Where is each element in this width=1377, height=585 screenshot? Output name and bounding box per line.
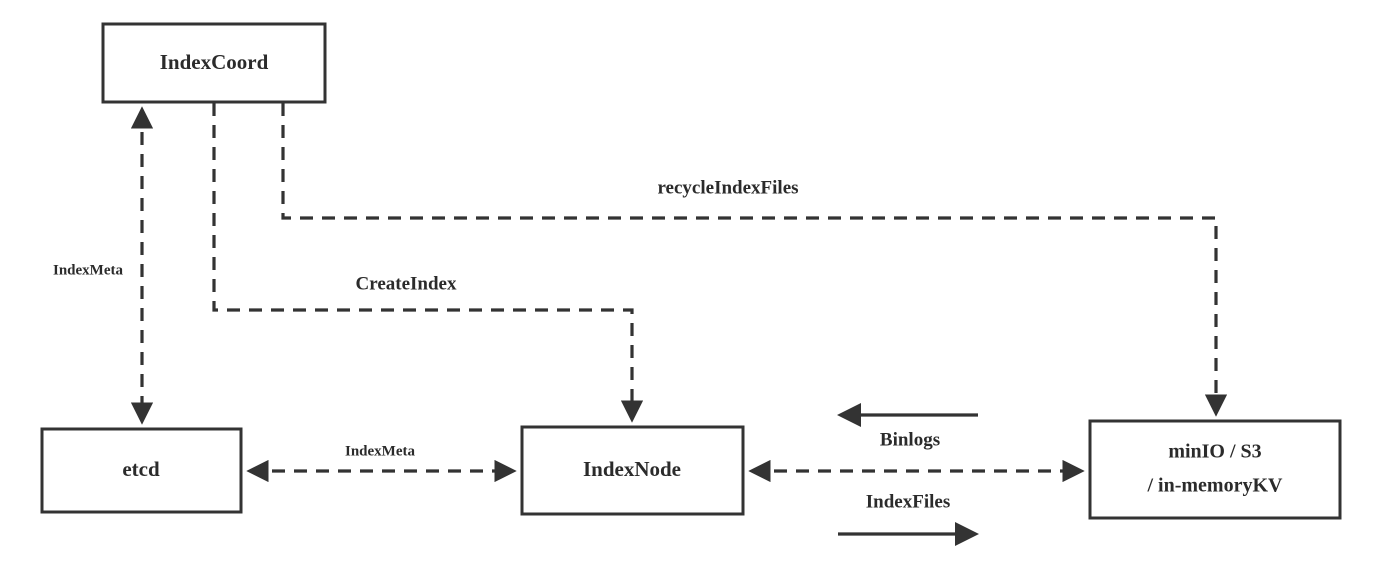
edge-indexcoord-storage: recycleIndexFiles: [281, 103, 1228, 417]
edge-indexfiles: IndexFiles: [838, 491, 979, 546]
edge-label-indexfiles: IndexFiles: [866, 491, 950, 512]
node-etcd[interactable]: etcd: [40, 427, 243, 514]
node-label-storage-line1: minIO / S3: [1168, 441, 1261, 463]
edge-label-createindex: CreateIndex: [356, 273, 457, 294]
edge-label-recycleindexfiles: recycleIndexFiles: [657, 177, 798, 198]
edge-etcd-indexnode: IndexMeta: [246, 443, 517, 483]
edge-label-indexmeta-coord: IndexMeta: [53, 262, 123, 278]
node-label-storage-line2: / in-memoryKV: [1147, 475, 1284, 497]
edge-indexcoord-etcd: IndexMeta: [53, 106, 154, 425]
edge-label-indexmeta-node: IndexMeta: [345, 443, 415, 459]
node-box-storage[interactable]: [1088, 419, 1342, 520]
node-label-etcd: etcd: [122, 457, 160, 481]
node-label-indexcoord: IndexCoord: [160, 50, 269, 74]
node-box-indexcoord[interactable]: [101, 22, 327, 104]
node-storage[interactable]: minIO / S3 / in-memoryKV: [1088, 419, 1342, 520]
node-box-indexnode[interactable]: [520, 425, 745, 516]
edge-line-recycleindexfiles: [281, 103, 1228, 417]
edge-indexcoord-indexnode: CreateIndex: [212, 103, 644, 423]
edge-line-createindex: [212, 103, 644, 423]
node-box-etcd[interactable]: [40, 427, 243, 514]
node-indexcoord[interactable]: IndexCoord: [101, 22, 327, 104]
edge-binlogs: Binlogs: [837, 403, 978, 450]
node-label-indexnode: IndexNode: [583, 457, 681, 481]
edge-label-binlogs: Binlogs: [880, 429, 940, 450]
node-indexnode[interactable]: IndexNode: [520, 425, 745, 516]
